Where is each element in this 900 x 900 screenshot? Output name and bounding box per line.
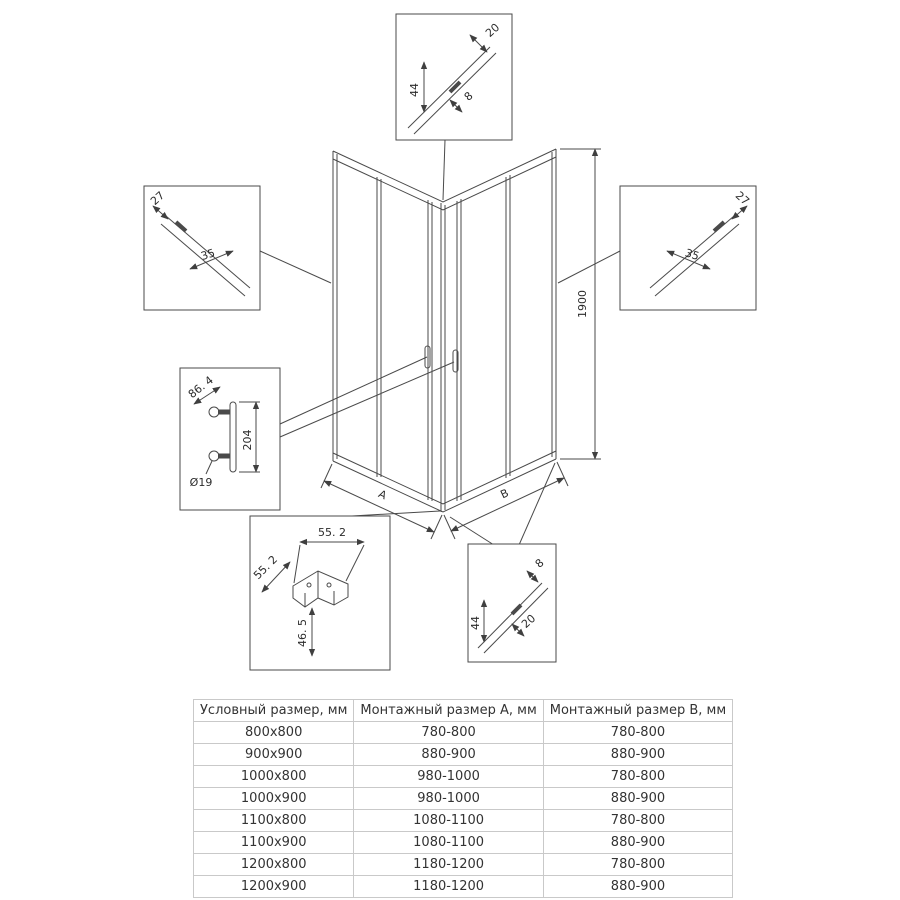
cell-nominal: 1000x800 [192, 765, 355, 788]
detail-corner-connector [249, 515, 391, 671]
cell-nominal: 1000x900 [192, 787, 355, 810]
table-row: 1000x800 980-1000 780-800 [192, 765, 734, 788]
size-table: Условный размер, мм Монтажный размер А, … [192, 699, 734, 898]
cell-size-b: 780-800 [542, 765, 734, 788]
cell-size-b: 780-800 [542, 853, 734, 876]
dim-left-35-label: 35 [199, 246, 216, 263]
table-row: 1000x900 980-1000 880-900 [192, 787, 734, 810]
table-row: 800x800 780-800 780-800 [192, 721, 734, 744]
table-row: 1200x900 1180-1200 880-900 [192, 875, 734, 898]
size-table-header-row: Условный размер, мм Монтажный размер А, … [192, 699, 734, 722]
dim-bottom-44-label: 44 [469, 616, 482, 630]
dim-handle-diameter-label: Ø19 [190, 476, 213, 489]
detail-left-wall-profile [143, 185, 261, 311]
dim-corner-55-2-top-label: 55. 2 [318, 526, 346, 539]
cell-size-b: 880-900 [542, 787, 734, 810]
callout-leader-lines [259, 139, 621, 546]
door-handle-left [424, 345, 431, 369]
cell-nominal: 1200x800 [192, 853, 355, 876]
table-row: 1100x900 1080-1100 880-900 [192, 831, 734, 854]
cell-size-a: 1180-1200 [353, 853, 544, 876]
table-row: 900x900 880-900 880-900 [192, 743, 734, 766]
dim-right-35-label: 35 [683, 246, 700, 263]
cell-size-a: 1080-1100 [353, 831, 544, 854]
detail-handle [179, 367, 281, 511]
dim-height-label: 1900 [576, 290, 589, 318]
col-header-mount-size-a: Монтажный размер А, мм [353, 699, 544, 722]
cell-size-b: 780-800 [542, 721, 734, 744]
detail-bottom-profile [467, 543, 557, 663]
door-handle-right [452, 349, 459, 373]
cell-nominal: 800x800 [192, 721, 355, 744]
cell-size-a: 1180-1200 [353, 875, 544, 898]
table-row: 1100x800 1080-1100 780-800 [192, 809, 734, 832]
dim-a-label: A [376, 487, 389, 502]
dim-corner-46-5-label: 46. 5 [296, 619, 309, 647]
cell-nominal: 1100x800 [192, 809, 355, 832]
cell-nominal: 1200x900 [192, 875, 355, 898]
technical-drawing: 1900 A B 20 44 8 27 35 27 35 86. 4 204 Ø… [143, 13, 757, 671]
table-row: 1200x800 1180-1200 780-800 [192, 853, 734, 876]
dim-handle-204-label: 204 [241, 430, 254, 451]
cell-size-b: 880-900 [542, 743, 734, 766]
dim-top-44-label: 44 [408, 83, 421, 97]
main-dimension-lines [320, 148, 601, 540]
detail-top-profile [395, 13, 513, 141]
detail-right-wall-profile [619, 185, 757, 311]
cell-nominal: 1100x900 [192, 831, 355, 854]
cell-size-a: 780-800 [353, 721, 544, 744]
cell-size-a: 980-1000 [353, 765, 544, 788]
col-header-nominal-size: Условный размер, мм [192, 699, 355, 722]
cell-size-b: 880-900 [542, 875, 734, 898]
cell-size-b: 880-900 [542, 831, 734, 854]
cell-size-b: 780-800 [542, 809, 734, 832]
enclosure-isometric-view [332, 148, 557, 513]
cell-nominal: 900x900 [192, 743, 355, 766]
cell-size-a: 1080-1100 [353, 809, 544, 832]
cell-size-a: 880-900 [353, 743, 544, 766]
col-header-mount-size-b: Монтажный размер В, мм [542, 699, 734, 722]
dim-b-label: B [498, 486, 510, 501]
cell-size-a: 980-1000 [353, 787, 544, 810]
